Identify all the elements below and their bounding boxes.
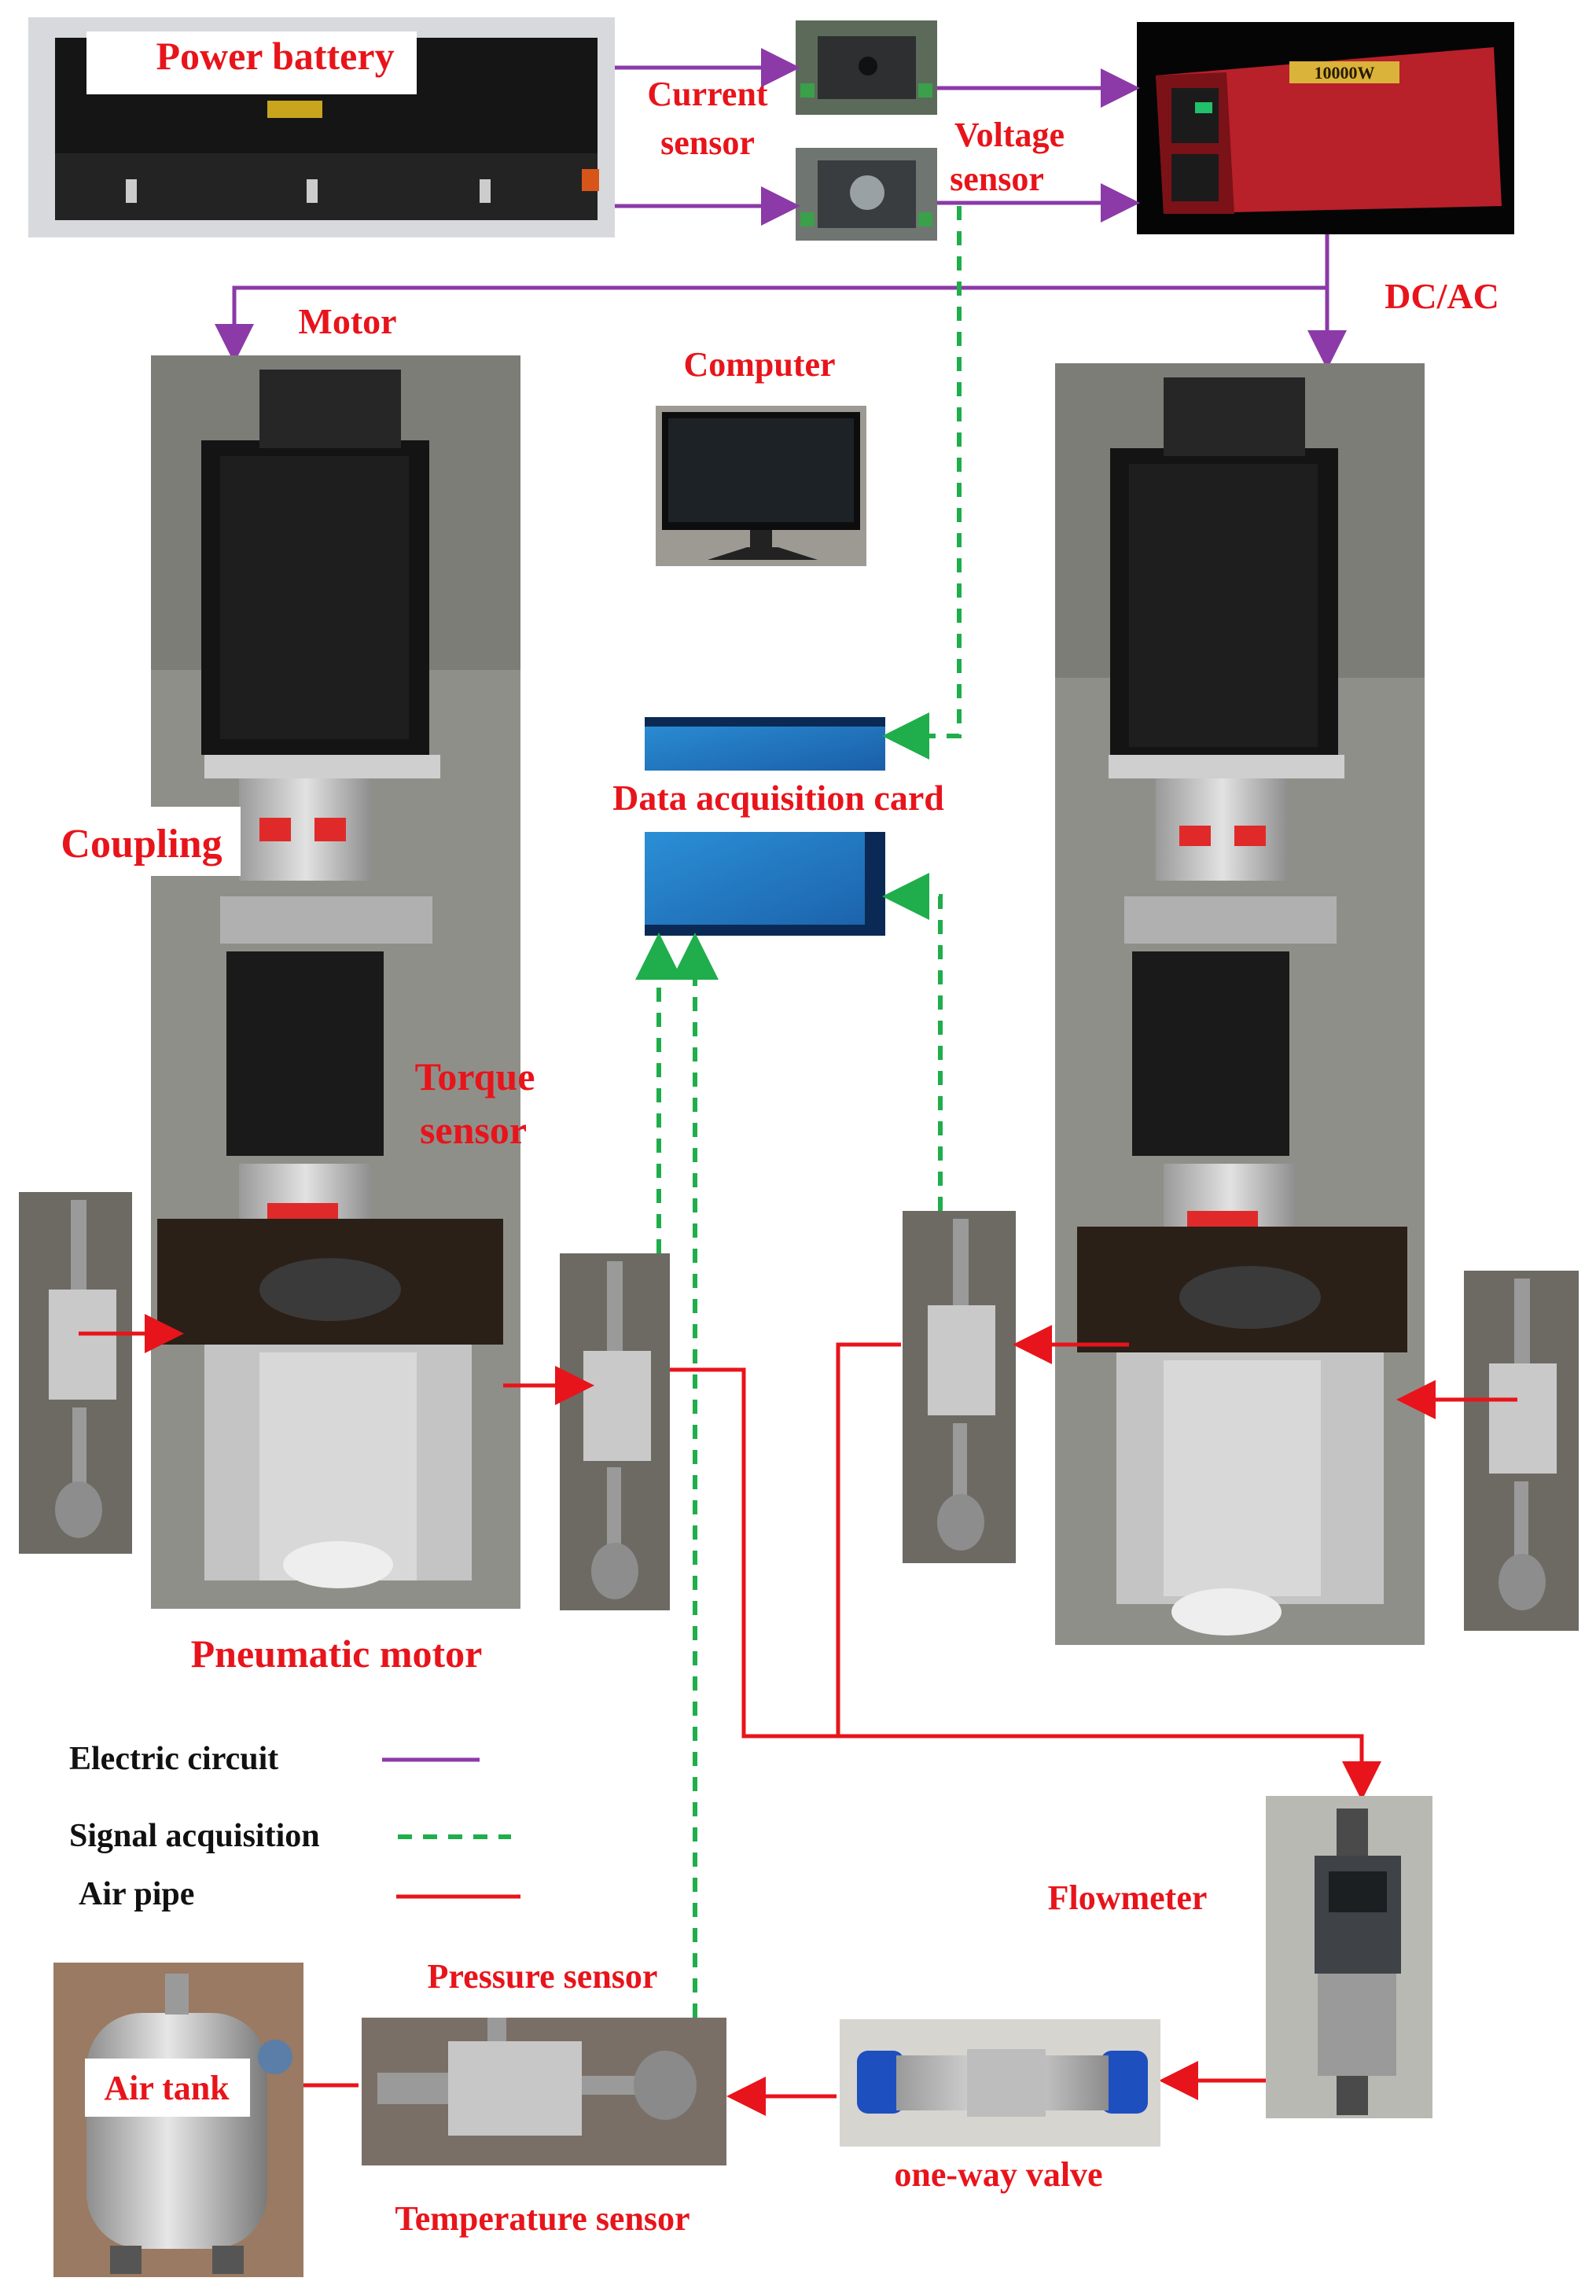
one-way-valve-photo (840, 2019, 1160, 2147)
right-motor-assembly-photo (1055, 363, 1425, 1645)
legend-item-electric-circuit: Electric circuit (69, 1741, 278, 1777)
coupling-label: Coupling (61, 822, 222, 867)
right-branch-pipe (836, 1342, 901, 1736)
voltage-sensor-label-line1: Voltage (954, 116, 1065, 154)
voltage-signal-line (882, 206, 962, 760)
computer-photo (656, 406, 866, 566)
outlet-to-flowmeter-pipe (670, 1367, 1381, 1801)
left-inlet-sensor-photo (19, 1192, 132, 1554)
current-sensor-label-line1: Current (647, 75, 768, 113)
data-acquisition-card-photo (645, 717, 885, 936)
current-sensor-photo (796, 20, 937, 115)
right-inlet-sensor-photo (1464, 1271, 1579, 1631)
left-motor-assembly-photo (151, 355, 520, 1609)
temperature-sensor-label: Temperature sensor (395, 2199, 690, 2238)
right-outlet-sensor-photo (903, 1211, 1016, 1563)
electric-circuit-lines (215, 48, 1347, 370)
flowmeter-photo (1266, 1796, 1432, 2118)
one-way-valve-label: one-way valve (894, 2155, 1102, 2194)
signal-acquisition-lines (635, 206, 962, 2018)
power-battery-photo (28, 17, 615, 237)
inverter-badge: 10000W (1315, 63, 1375, 83)
power-battery-label: Power battery (156, 34, 394, 78)
left-outlet-sensor-photo (560, 1253, 670, 1610)
torque-sensor-label-line2: sensor (420, 1108, 527, 1152)
motor-label: Motor (298, 301, 396, 341)
air-tank-photo (53, 1963, 303, 2277)
legend-item-air-pipe: Air pipe (79, 1876, 194, 1912)
pressure-temperature-sensor-photo (362, 2018, 726, 2165)
voltage-sensor-photo (796, 148, 937, 241)
dc-ac-inverter-photo (1137, 22, 1514, 234)
torque-sensor-label-line1: Torque (415, 1054, 535, 1098)
pressure-sensor-label: Pressure sensor (428, 1957, 658, 1996)
inverter-to-left-motor-wire (215, 234, 1329, 363)
coupling-label-box (41, 807, 241, 876)
voltage-sensor-label-line2: sensor (950, 160, 1044, 198)
right-sensor-signal-line (882, 873, 943, 1211)
legend: Electric circuit Signal acquisition Air … (69, 1741, 520, 1912)
dc-ac-label: DC/AC (1385, 276, 1499, 316)
flowmeter-label: Flowmeter (1048, 1878, 1208, 1917)
legend-item-signal-acquisition: Signal acquisition (69, 1818, 320, 1854)
current-sensor-label-line2: sensor (660, 123, 755, 162)
air-pipe-lines (79, 1314, 1517, 2116)
data-acquisition-card-label: Data acquisition card (612, 778, 944, 818)
air-tank-label-box (85, 2059, 250, 2117)
air-tank-label: Air tank (104, 2069, 230, 2107)
pneumatic-motor-label: Pneumatic motor (191, 1632, 483, 1676)
computer-label: Computer (683, 345, 835, 384)
